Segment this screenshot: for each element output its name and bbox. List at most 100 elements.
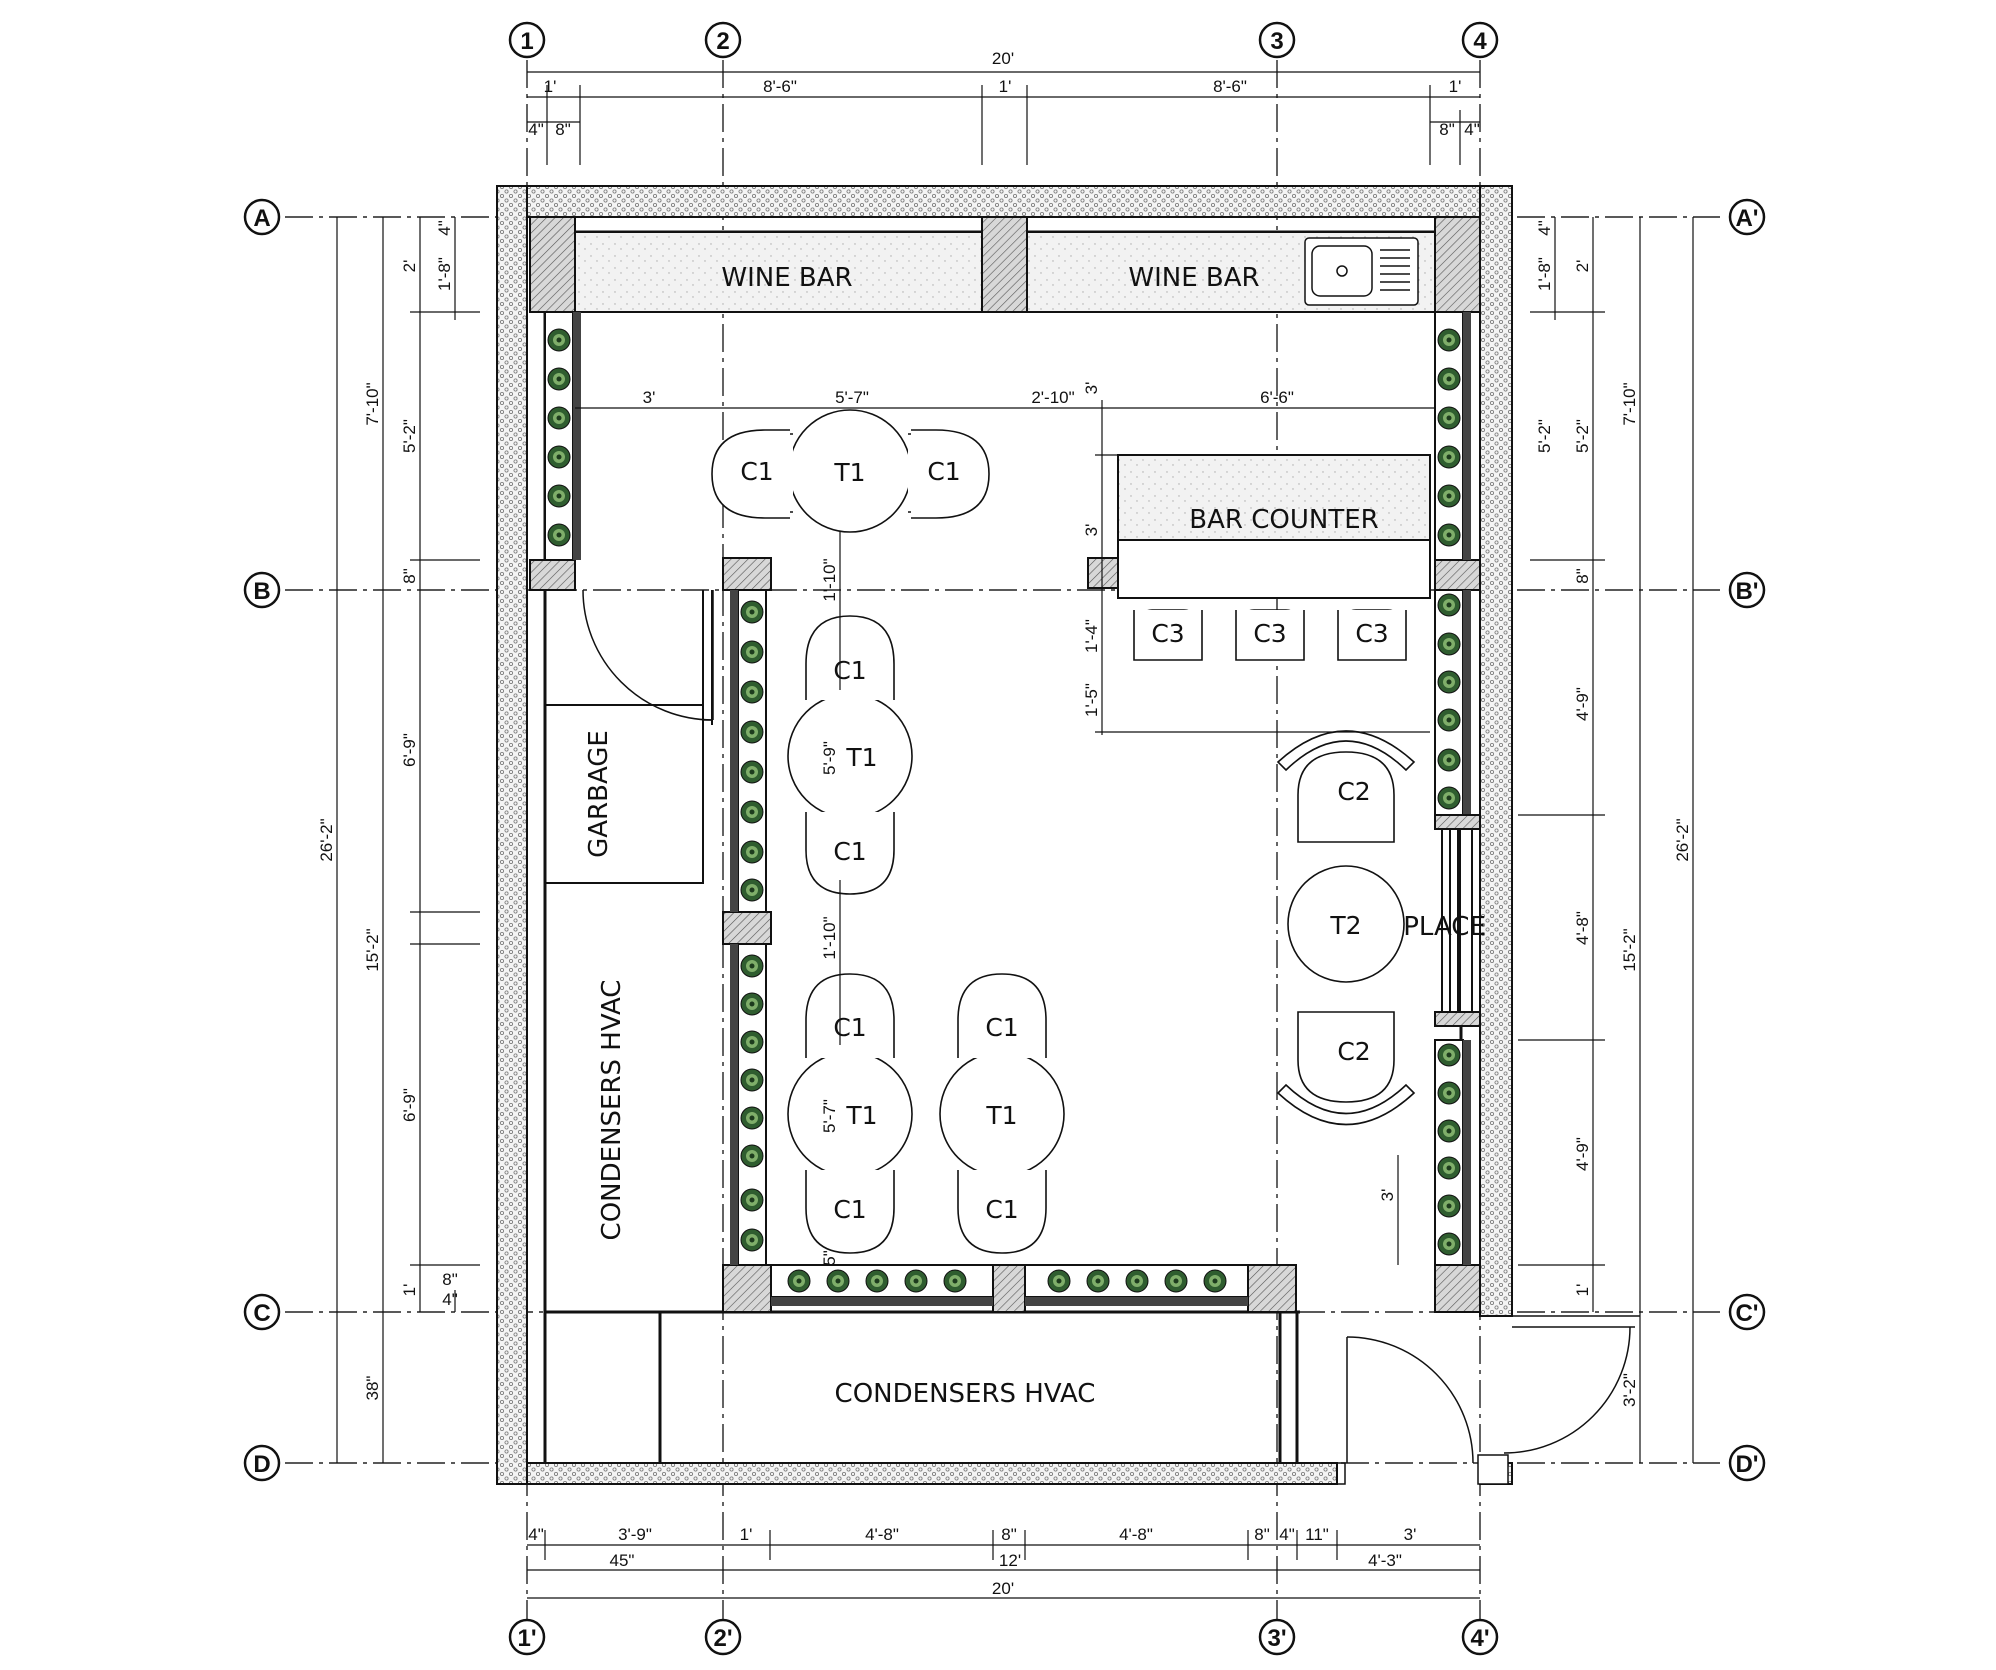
dim-top-e: 1' bbox=[1449, 77, 1462, 96]
grid-label-right: D' bbox=[1735, 1451, 1758, 1478]
grid-bubbles bbox=[243, 21, 1766, 1656]
chair-c3-label: C3 bbox=[1151, 619, 1184, 648]
chair-c1-label: C1 bbox=[833, 1195, 866, 1224]
dim-int-3-fp: 3' bbox=[1378, 1189, 1397, 1202]
sink-icon bbox=[1304, 237, 1419, 306]
planter-right-top bbox=[1434, 311, 1471, 561]
dim-right-4: 4" bbox=[1535, 220, 1554, 236]
condensers-vertical-label: CONDENSERS HVAC bbox=[597, 980, 627, 1241]
dim-int-2-10: 2'-10" bbox=[1031, 388, 1074, 407]
dim-left-15-2: 15'-2" bbox=[363, 928, 382, 971]
chair-c1-label: C1 bbox=[833, 1013, 866, 1042]
bar-counter bbox=[1117, 454, 1431, 599]
grid-label-left: C bbox=[253, 1300, 270, 1327]
dim-left-8: 8" bbox=[400, 568, 419, 584]
grid-label-top: 1 bbox=[520, 28, 533, 55]
table-t1-label: T1 bbox=[833, 458, 865, 487]
planter-center-top bbox=[730, 589, 767, 913]
chair-c1-label: C1 bbox=[740, 457, 773, 486]
chair-c2-label: C2 bbox=[1337, 777, 1370, 806]
grid-label-bottom: 2' bbox=[713, 1625, 732, 1652]
dim-left-6-9b: 6'-9" bbox=[400, 1088, 419, 1122]
dim-left-1: 1' bbox=[400, 1284, 419, 1297]
dim-left-38: 38" bbox=[363, 1376, 382, 1401]
dim-int-1-5: 1'-5" bbox=[1082, 683, 1101, 717]
wine-bar-label-1: WINE BAR bbox=[721, 263, 852, 293]
dim-int-6-6: 6'-6" bbox=[1260, 388, 1294, 407]
chair-c1-label: C1 bbox=[985, 1195, 1018, 1224]
dimension-texts: 20' 1' 8'-6" 1' 8'-6" 1' 4" 8" 8" 4" 4" … bbox=[317, 49, 1692, 1598]
dim-top-c: 1' bbox=[999, 77, 1012, 96]
table-t1-label: T1 bbox=[985, 1101, 1017, 1130]
grid-label-top: 4 bbox=[1473, 28, 1487, 55]
dim-left-4: 4" bbox=[435, 220, 454, 236]
dim-bottom-4-8b: 4'-8" bbox=[1119, 1525, 1153, 1544]
chair-c1-label: C1 bbox=[927, 457, 960, 486]
chairs-c2 bbox=[1276, 730, 1416, 1126]
dim-right-1-8: 1'-8" bbox=[1535, 257, 1554, 291]
dim-top-i: 4" bbox=[1464, 120, 1480, 139]
dim-left-2: 2' bbox=[400, 260, 419, 273]
dim-top-a: 1' bbox=[544, 77, 557, 96]
dim-int-3: 3' bbox=[643, 388, 656, 407]
chair-c1-label: C1 bbox=[985, 1013, 1018, 1042]
chair-c2-label: C2 bbox=[1337, 1037, 1370, 1066]
dim-int-5-7b: 5'-7" bbox=[820, 1099, 839, 1133]
furniture-labels: C1 T1 C1 C1 T1 C1 C1 T1 C1 C1 T1 C1 C2 T… bbox=[740, 457, 1388, 1224]
dim-top-f: 4" bbox=[528, 120, 544, 139]
dim-top-h: 8" bbox=[1439, 120, 1455, 139]
dim-bottom-4-3: 4'-3" bbox=[1368, 1551, 1402, 1570]
dim-bottom-3: 3' bbox=[1404, 1525, 1417, 1544]
dim-bottom-3-9: 3'-9" bbox=[618, 1525, 652, 1544]
dim-bottom-12: 12' bbox=[999, 1551, 1021, 1570]
grid-label-bottom: 4' bbox=[1470, 1625, 1489, 1652]
door-right-icon bbox=[1336, 1315, 1640, 1485]
dim-right-5-2a: 5'-2" bbox=[1535, 419, 1554, 453]
dim-top-d: 8'-6" bbox=[1213, 77, 1247, 96]
dim-bottom-total: 20' bbox=[992, 1579, 1014, 1598]
dim-bottom-8b: 8" bbox=[1254, 1525, 1270, 1544]
table-t1-label: T1 bbox=[845, 743, 877, 772]
dim-bottom-4-8a: 4'-8" bbox=[865, 1525, 899, 1544]
dim-right-15-2: 15'-2" bbox=[1620, 928, 1639, 971]
grid-labels: 1 2 3 4 1' 2' 3' 4' A B C D A' B' C' D' bbox=[253, 28, 1758, 1652]
dim-int-1-10a: 1'-10" bbox=[820, 558, 839, 601]
grid-label-top: 2 bbox=[716, 28, 729, 55]
dim-bottom-1: 1' bbox=[740, 1525, 753, 1544]
chair-c3-label: C3 bbox=[1253, 619, 1286, 648]
dim-right-8: 8" bbox=[1573, 568, 1592, 584]
dim-int-5: 5" bbox=[820, 1250, 839, 1266]
dim-top-g: 8" bbox=[555, 120, 571, 139]
dim-bottom-11: 11" bbox=[1305, 1525, 1329, 1544]
dim-left-6-9a: 6'-9" bbox=[400, 733, 419, 767]
dim-int-1-10b: 1'-10" bbox=[820, 916, 839, 959]
dim-int-5-9: 5'-9" bbox=[820, 741, 839, 775]
tables bbox=[787, 409, 1405, 1177]
grid-label-right: C' bbox=[1735, 1300, 1758, 1327]
grid-label-bottom: 3' bbox=[1267, 1625, 1286, 1652]
wine-bar-label-2: WINE BAR bbox=[1128, 263, 1259, 293]
dim-int-3v-b: 3' bbox=[1082, 524, 1101, 537]
dim-right-4-9a: 4'-9" bbox=[1573, 687, 1592, 721]
dimension-lines bbox=[336, 71, 1694, 1599]
dim-right-26-2: 26'-2" bbox=[1673, 818, 1692, 861]
dim-bottom-4b: 4" bbox=[1279, 1525, 1295, 1544]
dim-int-3v-a: 3' bbox=[1082, 382, 1101, 395]
dim-right-2: 2' bbox=[1573, 260, 1592, 273]
grid-label-top: 3 bbox=[1270, 28, 1283, 55]
table-t1-label: T1 bbox=[845, 1101, 877, 1130]
garbage-label: GARBAGE bbox=[584, 730, 614, 858]
dim-top-total: 20' bbox=[992, 49, 1014, 68]
dim-int-1-4: 1'-4" bbox=[1082, 619, 1101, 653]
dim-right-3-2: 3'-2" bbox=[1620, 1373, 1639, 1407]
dim-right-4-8: 4'-8" bbox=[1573, 911, 1592, 945]
planter-right-mid bbox=[1434, 589, 1471, 816]
chairs-c3 bbox=[1133, 609, 1407, 661]
chair-c3-label: C3 bbox=[1355, 619, 1388, 648]
dim-right-1: 1' bbox=[1573, 1284, 1592, 1297]
dim-right-7-10: 7'-10" bbox=[1620, 382, 1639, 425]
grid-label-left: D bbox=[253, 1451, 270, 1478]
dim-right-4-9b: 4'-9" bbox=[1573, 1137, 1592, 1171]
bar-counter-label: BAR COUNTER bbox=[1189, 505, 1378, 535]
